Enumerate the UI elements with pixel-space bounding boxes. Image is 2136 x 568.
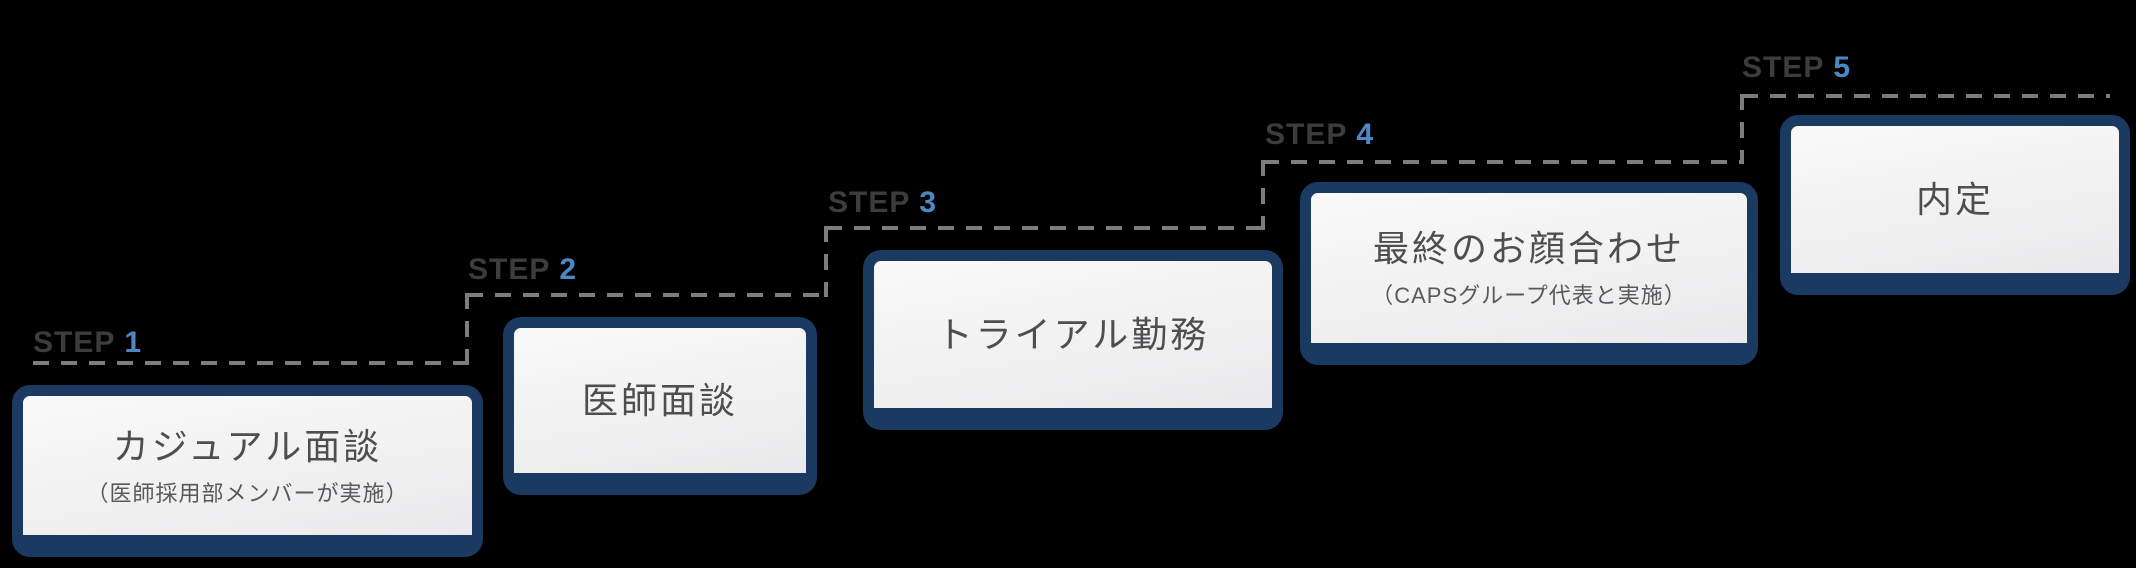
step-2-dashed-line: [467, 293, 826, 297]
step-1-dashed-line: [33, 361, 467, 365]
step-2-word: STEP: [468, 253, 551, 286]
step-3-word: STEP: [828, 186, 911, 219]
step-3-number: 3: [919, 186, 938, 219]
step-2-title: 医師面談: [581, 380, 738, 421]
step-1-card: カジュアル面談 （医師採用部メンバーが実施）: [12, 385, 483, 557]
step-4-card: 最終のお顔合わせ （CAPSグループ代表と実施）: [1300, 182, 1758, 365]
step-3-dashed-line: [826, 226, 1263, 230]
step-5-number: 5: [1833, 51, 1852, 84]
step-1-word: STEP: [33, 326, 116, 359]
step-5-dashed-riser: [1740, 94, 1744, 164]
step-4-dashed-riser: [1261, 160, 1265, 230]
step-3-card: トライアル勤務: [863, 250, 1283, 430]
step-4-subtitle: （CAPSグループ代表と実施）: [1371, 283, 1687, 308]
step-2-card: 医師面談: [503, 317, 817, 495]
step-1-number: 1: [124, 326, 143, 359]
step-5-card: 内定: [1780, 115, 2130, 295]
step-1-title: カジュアル面談: [112, 425, 383, 467]
step-4-title: 最終のお顔合わせ: [1372, 228, 1685, 269]
step-4-number: 4: [1356, 118, 1375, 151]
step-4-dashed-line: [1263, 160, 1742, 164]
step-2-dashed-riser: [465, 293, 469, 365]
step-5-title: 内定: [1915, 179, 1994, 220]
step-1-subtitle: （医師採用部メンバーが実施）: [86, 480, 409, 506]
step-5-word: STEP: [1742, 51, 1825, 84]
step-4-word: STEP: [1265, 118, 1348, 151]
step-3-dashed-riser: [824, 226, 828, 297]
step-2-number: 2: [559, 253, 578, 286]
step-3-title: トライアル勤務: [936, 314, 1210, 355]
step-5-dashed-line: [1742, 94, 2110, 98]
